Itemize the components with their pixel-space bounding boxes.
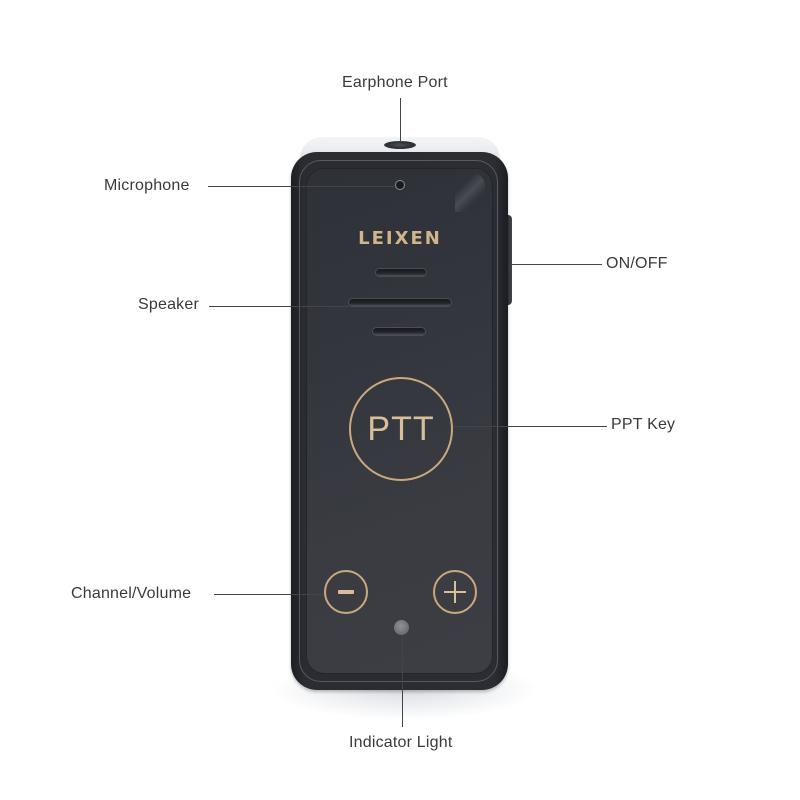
leader-line-microphone [208,186,394,187]
leader-line-earphone-port [400,98,401,142]
device-rim [299,160,498,682]
callout-label-channel-volume: Channel/Volume [71,585,192,602]
callout-label-ptt-key: PPT Key [611,416,676,433]
speaker-grille-middle [348,298,452,307]
speaker-grille-top [375,268,427,277]
leader-line-on-off [510,264,602,265]
leader-line-indicator-light [402,635,403,727]
glare-highlight [455,172,485,212]
plus-icon [444,581,466,603]
callout-label-earphone-port: Earphone Port [342,74,448,91]
ptt-key: PTT [349,377,453,481]
ptt-key-label: PTT [367,409,435,448]
callout-label-on-off: ON/OFF [606,255,668,272]
callout-label-indicator-light: Indicator Light [349,734,453,751]
microphone-hole-icon [395,180,405,190]
callout-label-speaker: Speaker [138,296,199,313]
callout-label-microphone: Microphone [104,177,190,194]
minus-key [324,570,368,614]
leader-line-channel-volume [214,594,324,595]
leader-line-speaker [209,306,349,307]
minus-icon [338,590,354,594]
leader-line-ptt-key [453,426,607,427]
brand-logo: LEIXEN [358,228,442,249]
on-off-switch [506,215,512,305]
indicator-light [394,620,409,635]
plus-key [433,570,477,614]
earphone-port [384,141,416,149]
speaker-grille-bottom [372,327,426,336]
